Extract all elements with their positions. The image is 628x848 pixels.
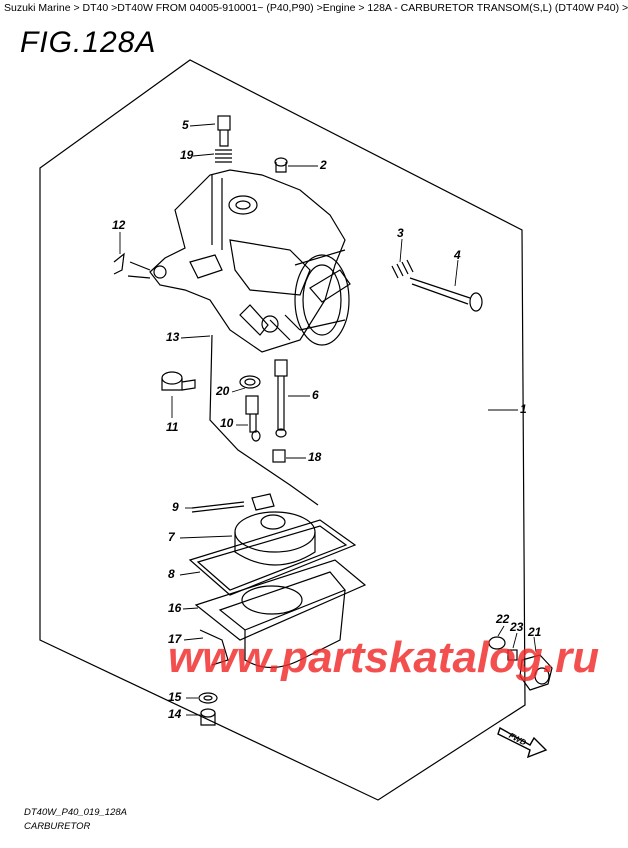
callout-19[interactable]: 19 bbox=[180, 148, 194, 162]
part-3-spring bbox=[391, 259, 414, 279]
carburetor-body bbox=[127, 169, 351, 353]
part-22-gasket bbox=[488, 636, 506, 650]
breadcrumb-item-engine[interactable]: Engine bbox=[322, 2, 356, 14]
part-21-drain-bolt bbox=[519, 654, 553, 691]
part-23-jet bbox=[507, 649, 518, 661]
callout-11[interactable]: 11 bbox=[166, 420, 179, 434]
callout-16[interactable]: 16 bbox=[168, 601, 182, 615]
breadcrumb-separator: > bbox=[108, 2, 118, 14]
callout-5[interactable]: 5 bbox=[182, 118, 189, 132]
fwd-arrow-icon: FWD bbox=[497, 726, 548, 759]
part-2-screw bbox=[274, 157, 288, 173]
figure-name: CARBURETOR bbox=[24, 821, 91, 832]
breadcrumb-item-model[interactable]: DT40W FROM 04005-910001~ (P40,P90) bbox=[117, 2, 314, 14]
callout-3[interactable]: 3 bbox=[397, 226, 404, 240]
callout-14[interactable]: 14 bbox=[168, 707, 182, 721]
callout-8[interactable]: 8 bbox=[168, 567, 175, 581]
part-19-spring bbox=[215, 149, 232, 163]
callout-21[interactable]: 21 bbox=[528, 625, 542, 639]
callout-4[interactable]: 4 bbox=[454, 248, 461, 262]
breadcrumb-separator: > bbox=[355, 2, 365, 14]
part-17-clip bbox=[199, 629, 229, 666]
watermark-text: www.partskatalog.ru bbox=[168, 633, 600, 682]
breadcrumb: Suzuki Marine > DT40 >DT40W FROM 04005-9… bbox=[4, 2, 628, 14]
breadcrumb-item-suzuki-marine[interactable]: Suzuki Marine bbox=[4, 2, 71, 14]
breadcrumb-separator: > bbox=[313, 2, 323, 14]
part-10-jet bbox=[245, 395, 261, 442]
breadcrumb-item-dt40[interactable]: DT40 bbox=[82, 2, 109, 14]
callout-1[interactable]: 1 bbox=[520, 402, 527, 416]
part-4-screw bbox=[409, 277, 483, 312]
breadcrumb-separator: > bbox=[70, 2, 80, 14]
breadcrumb-separator: > bbox=[619, 2, 628, 14]
float-clip bbox=[251, 493, 275, 511]
callout-2[interactable]: 2 bbox=[320, 158, 327, 172]
part-15-washer bbox=[198, 692, 218, 704]
callout-15[interactable]: 15 bbox=[168, 690, 182, 704]
callout-17[interactable]: 17 bbox=[168, 632, 182, 646]
part-16-float-bowl bbox=[194, 559, 367, 669]
part-6-needle bbox=[274, 359, 288, 438]
overflow-tube bbox=[209, 334, 319, 506]
part-11-bolt bbox=[161, 371, 196, 391]
callout-9[interactable]: 9 bbox=[172, 500, 179, 514]
part-14-screw bbox=[200, 708, 216, 726]
breadcrumb-item-current: 128A - CARBURETOR TRANSOM(S,L) (DT40W P4… bbox=[367, 2, 620, 14]
part-20-washer bbox=[239, 375, 261, 389]
callout-10[interactable]: 10 bbox=[220, 416, 234, 430]
figure-code: DT40W_P40_019_128A bbox=[24, 807, 127, 818]
parts-diagram: FWD bbox=[39, 59, 553, 801]
part-8-gasket bbox=[188, 519, 357, 596]
part-7-float bbox=[234, 511, 316, 566]
callout-12[interactable]: 12 bbox=[112, 218, 126, 232]
callout-18[interactable]: 18 bbox=[308, 450, 322, 464]
assembly-frame bbox=[39, 59, 526, 801]
callout-7[interactable]: 7 bbox=[168, 530, 175, 544]
leader-lines bbox=[119, 123, 537, 716]
callout-6[interactable]: 6 bbox=[312, 388, 319, 402]
callout-22[interactable]: 22 bbox=[496, 612, 510, 626]
callout-13[interactable]: 13 bbox=[166, 330, 180, 344]
figure-title: FIG.128A bbox=[20, 26, 157, 59]
callout-23[interactable]: 23 bbox=[510, 620, 524, 634]
part-12-clip bbox=[113, 252, 125, 275]
part-18-plug bbox=[272, 449, 286, 463]
part-9-pin bbox=[191, 501, 245, 513]
callout-20[interactable]: 20 bbox=[216, 384, 230, 398]
part-5-screw bbox=[217, 115, 231, 147]
